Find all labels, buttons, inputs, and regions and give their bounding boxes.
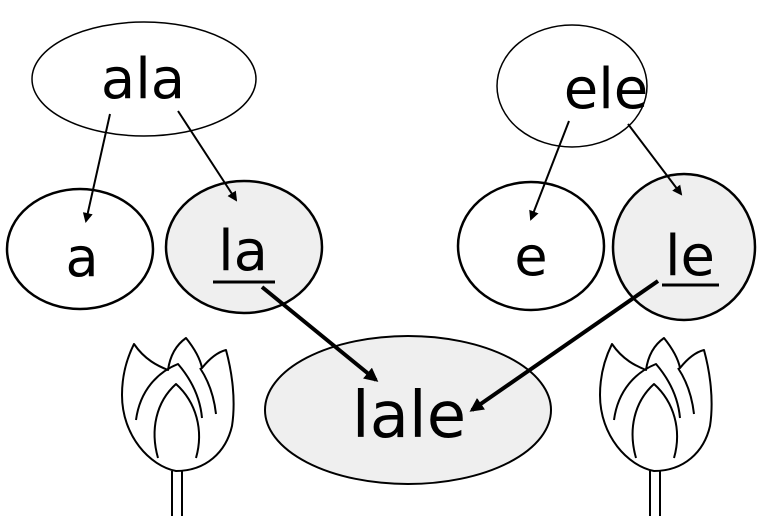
word-le: le xyxy=(665,224,715,289)
ellipse-lale xyxy=(264,335,552,485)
ellipse-e xyxy=(456,180,606,312)
word-lale: lale xyxy=(352,379,466,453)
ellipse-ele xyxy=(496,24,648,148)
word-ele: ele xyxy=(564,57,648,122)
word-e: e xyxy=(514,225,547,288)
word-ala: ala xyxy=(101,47,185,112)
ellipse-a xyxy=(5,187,155,311)
arrow-ala-to-la xyxy=(177,110,238,202)
ellipse-la xyxy=(164,179,324,315)
ellipse-le xyxy=(611,172,757,322)
word-la: la xyxy=(218,219,268,284)
tulip-left-icon xyxy=(121,337,235,516)
arrow-le-to-lale xyxy=(469,279,660,412)
arrow-la-to-lale xyxy=(260,285,379,382)
arrow-ala-to-a xyxy=(82,113,111,223)
arrow-ele-to-le xyxy=(627,123,683,196)
tulip-right-icon xyxy=(599,337,713,516)
arrow-ele-to-e xyxy=(529,120,570,221)
ellipse-ala xyxy=(31,21,257,137)
word-a: a xyxy=(65,226,98,289)
